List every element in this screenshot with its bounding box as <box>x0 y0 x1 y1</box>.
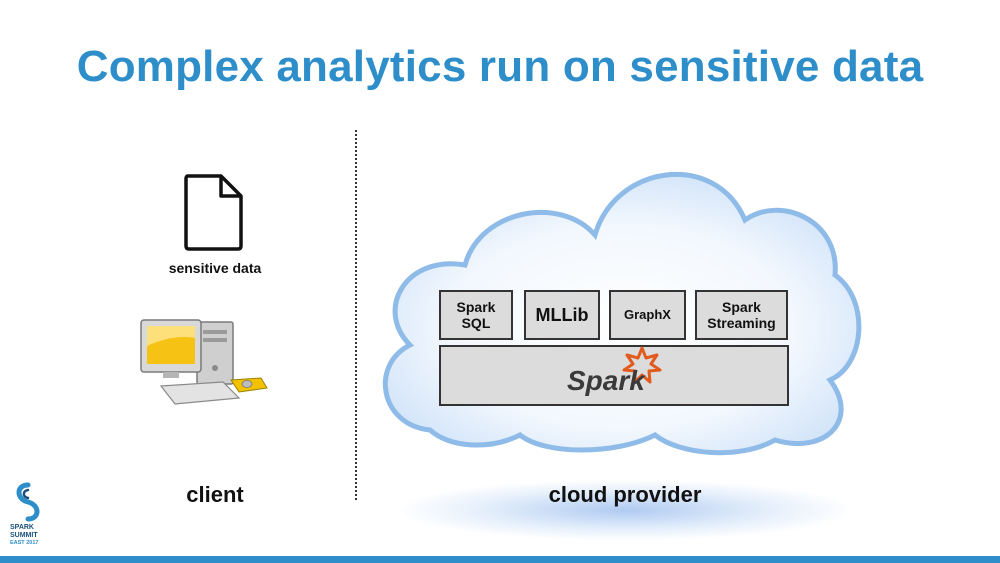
spark-sql-box: Spark SQL <box>439 290 513 340</box>
cloud-provider-label: cloud provider <box>548 482 702 507</box>
graphx-box: GraphX <box>609 290 686 340</box>
mllib-label: MLLib <box>535 304 589 325</box>
spark-summit-logo: SPARK SUMMIT EAST 2017 <box>10 482 40 546</box>
logo-line-2: SUMMIT <box>10 532 38 539</box>
logo-line-3: EAST 2017 <box>10 540 38 546</box>
spark-logo: Spark <box>567 346 662 396</box>
page-title: Complex analytics run on sensitive data <box>76 42 924 91</box>
spark-logo-text: Spark <box>567 365 646 396</box>
spark-sql-label: Spark SQL <box>456 298 496 331</box>
client-label: client <box>186 482 244 507</box>
mllib-box: MLLib <box>524 290 600 340</box>
document-icon <box>184 174 243 251</box>
footer-accent-bar <box>0 556 1000 563</box>
sensitive-data-label: sensitive data <box>168 260 262 276</box>
logo-line-1: SPARK <box>10 524 34 531</box>
desktop-computer-icon <box>140 319 268 405</box>
graphx-label: GraphX <box>624 306 671 322</box>
spark-streaming-box: Spark Streaming <box>695 290 788 340</box>
cloud-shadow <box>400 480 850 540</box>
spark-streaming-label: Spark Streaming <box>707 298 776 331</box>
spark-engine-box <box>439 345 789 406</box>
client-cloud-divider <box>355 130 357 500</box>
